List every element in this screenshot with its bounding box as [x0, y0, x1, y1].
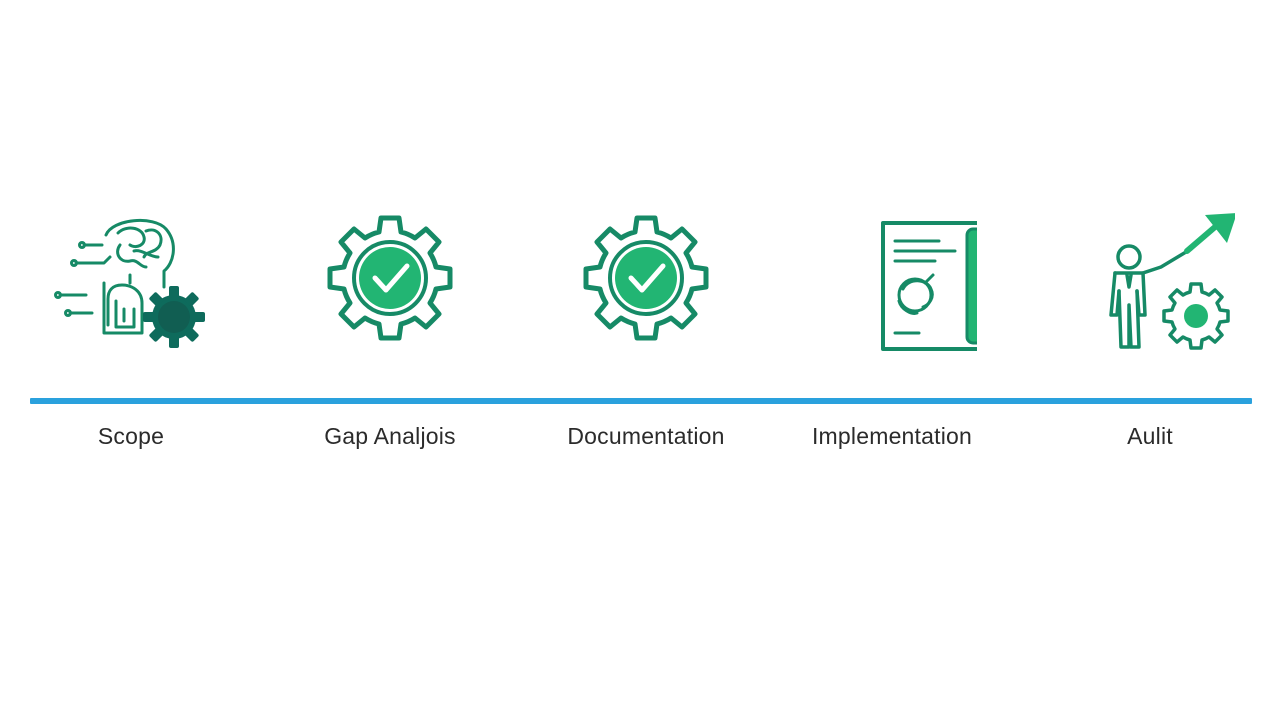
step-label: Implementation: [811, 423, 973, 449]
document-binder-icon: [807, 205, 977, 365]
person-growth-gear-icon: [1065, 205, 1235, 365]
timeline-line: [30, 398, 1252, 404]
step-gap-analysis: Gap Analjois: [270, 205, 510, 465]
step-scope: Scope: [11, 205, 251, 465]
step-label: Documentation: [567, 423, 725, 449]
gear-check-icon: [561, 205, 731, 365]
step-label: Scope: [97, 423, 165, 449]
step-label: Gap Analjois: [324, 423, 456, 449]
step-implementation: Implementation: [772, 205, 1012, 465]
step-documentation: Documentation: [526, 205, 766, 465]
step-label: Aulit: [1127, 423, 1173, 449]
brain-gear-icon: [46, 205, 216, 365]
step-audit: Aulit: [1030, 205, 1270, 465]
gear-check-icon: [305, 205, 475, 365]
